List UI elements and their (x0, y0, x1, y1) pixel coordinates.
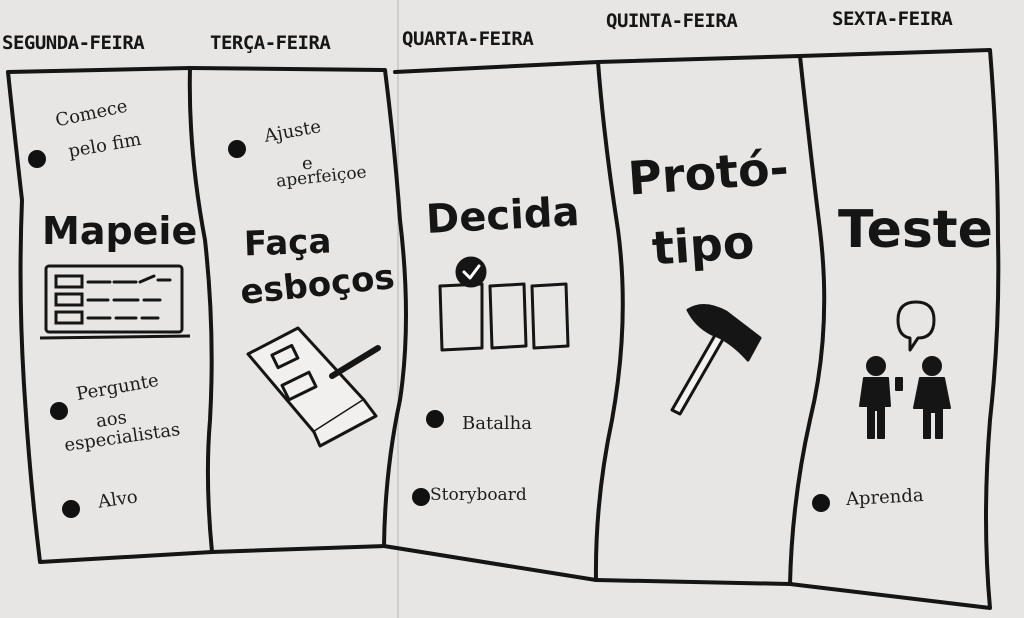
tuesday-title-line1: Faça (243, 221, 332, 265)
friday-note-learn: Aprenda (845, 484, 925, 511)
vote-sheets-icon (438, 256, 570, 352)
thursday-title-line2: tipo (650, 214, 757, 276)
bullet-dot (812, 494, 830, 512)
monday-title: Mapeie (42, 209, 198, 253)
bullet-dot (62, 500, 80, 518)
bullet-dot (28, 150, 46, 168)
sketch-paper-pencil-icon (246, 326, 381, 448)
wednesday-title: Decida (424, 189, 581, 243)
map-sketch-icon (40, 264, 190, 340)
day-label-tuesday: TERÇA-FEIRA (210, 32, 331, 54)
day-label-wednesday: QUARTA-FEIRA (402, 28, 534, 50)
bullet-dot (50, 402, 68, 420)
thursday-title-line1: Protó- (626, 140, 791, 206)
people-speech-icon (859, 300, 951, 439)
wednesday-note-storyboard: Storyboard (430, 485, 527, 505)
day-label-friday: SEXTA-FEIRA (832, 8, 953, 30)
friday-title: Teste (838, 200, 993, 260)
day-label-thursday: QUINTA-FEIRA (606, 10, 738, 32)
day-label-monday: SEGUNDA-FEIRA (2, 32, 145, 54)
paper-fold (397, 0, 399, 618)
bullet-dot (228, 140, 246, 158)
bullet-dot (412, 488, 430, 506)
bullet-dot (426, 410, 444, 428)
tuesday-note-refine-line2: e (302, 153, 313, 174)
wednesday-note-battle: Batalha (462, 413, 533, 434)
hammer-icon (670, 304, 762, 416)
